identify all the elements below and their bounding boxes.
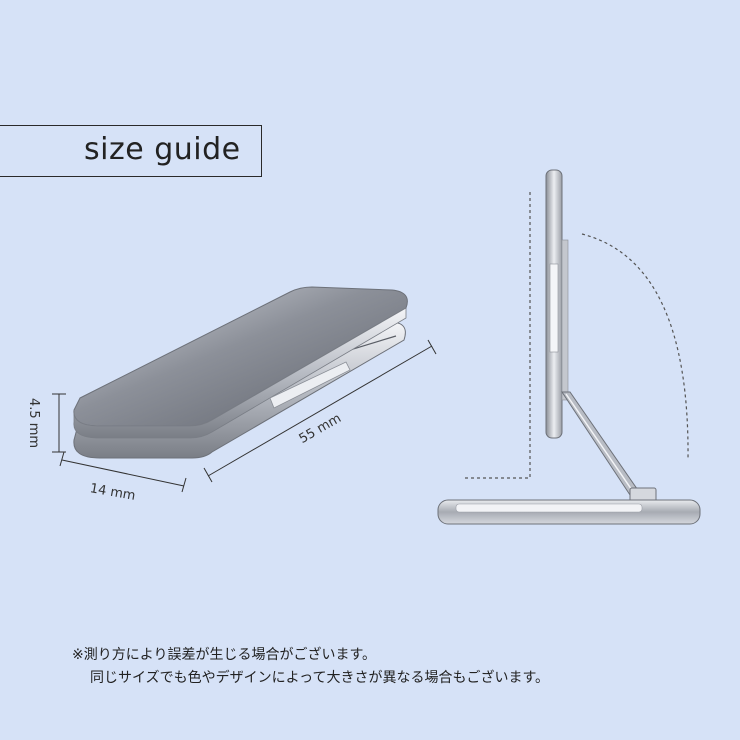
width-dimension: 14 mm: [59, 451, 187, 504]
note-line-1: ※測り方により誤差が生じる場合がございます。: [72, 647, 377, 663]
size-note: ※測り方により誤差が生じる場合がございます。 同じサイズでも色やデザインによって…: [72, 644, 549, 690]
note-line-2: 同じサイズでも色やデザインによって大きさが異なる場合もございます。: [90, 670, 550, 686]
height-dimension: 4.5 mm: [26, 393, 66, 453]
unfolded-stand-image: [437, 169, 701, 525]
folded-stand-image: [73, 286, 408, 459]
title-box: size guide: [0, 125, 262, 177]
length-label: 55 mm: [297, 411, 344, 447]
width-label: 14 mm: [89, 481, 137, 504]
page-title: size guide: [84, 132, 241, 167]
height-label: 4.5 mm: [26, 398, 41, 448]
